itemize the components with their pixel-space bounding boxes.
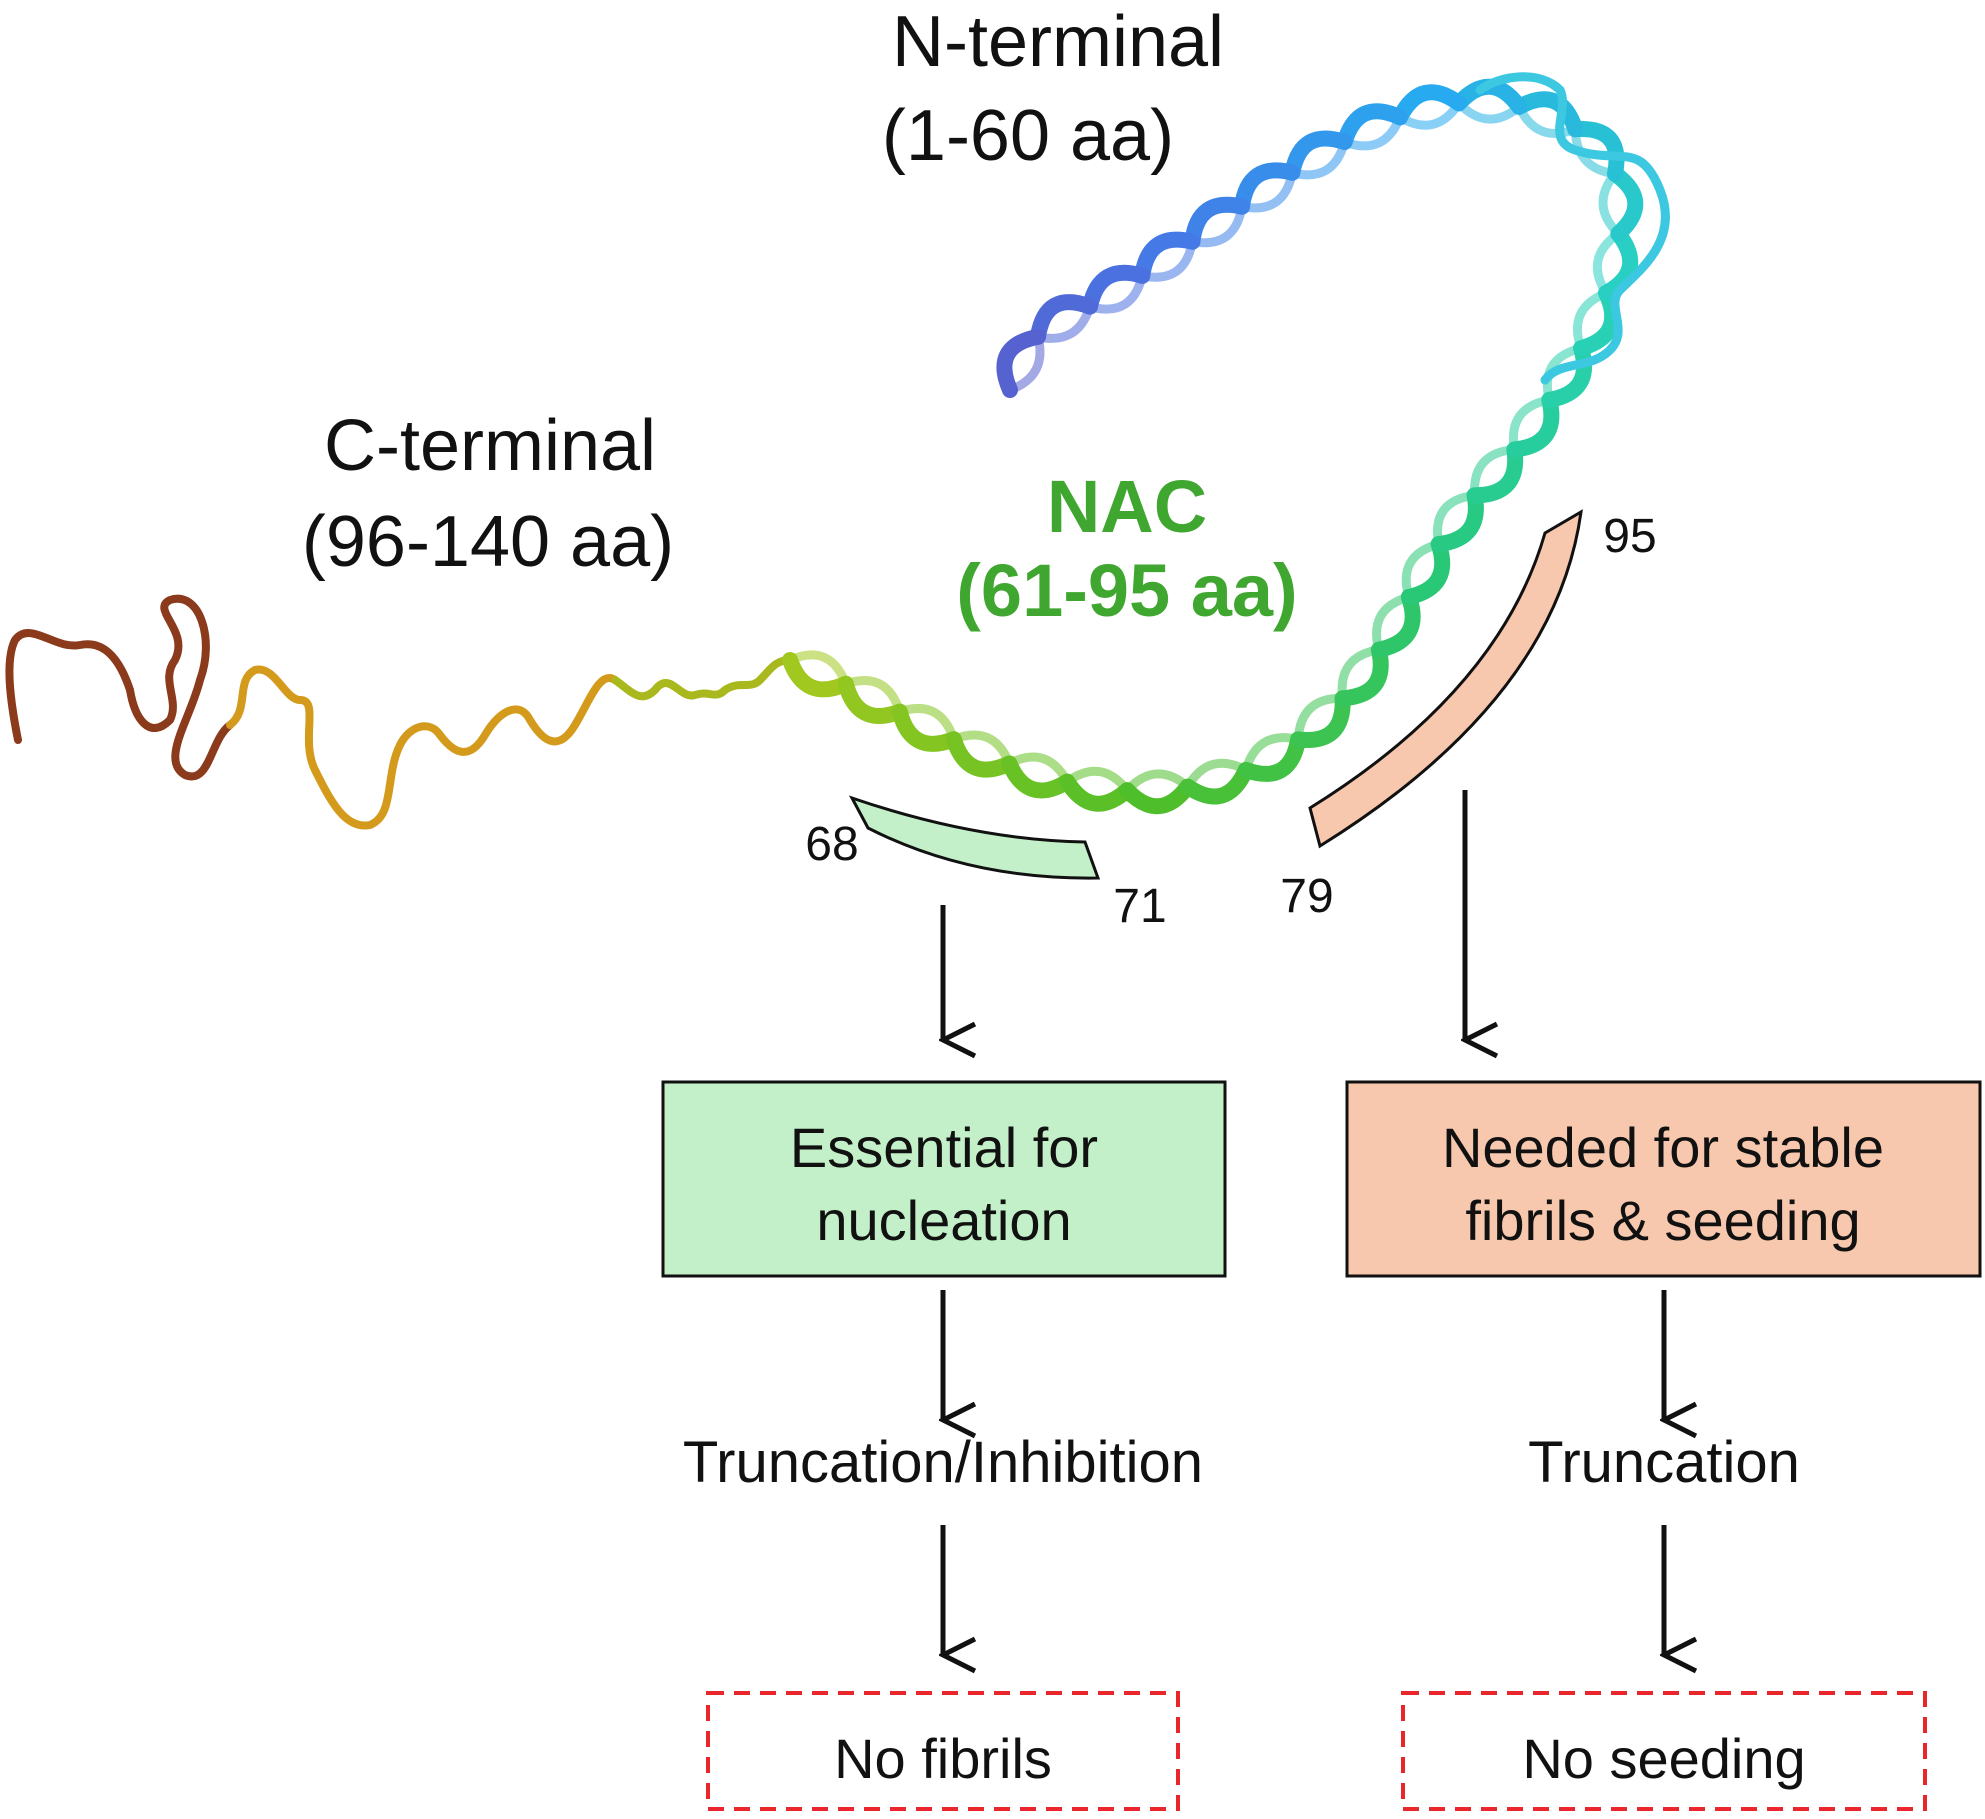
nac-range: (61-95 aa): [956, 549, 1297, 632]
no-seeding-label: No seeding: [1522, 1727, 1805, 1790]
helix-coil-front: [1450, 78, 1528, 115]
c-terminal-range: (96-140 aa): [302, 502, 674, 582]
stable-fibrils-box: [1345, 1080, 1982, 1278]
protein-ribbon: [5, 72, 1670, 830]
helix-coil-front: [1598, 225, 1639, 302]
segment-79-95-arc: [1308, 509, 1583, 849]
nac-title: NAC: [1047, 465, 1207, 548]
helix-coil-front: [945, 731, 1018, 778]
essential-nucleation-box: [661, 1080, 1227, 1278]
no-fibrils-label: No fibrils: [834, 1727, 1052, 1790]
n-terminal-loop: [1475, 72, 1670, 385]
helix-coil-front: [1506, 391, 1560, 458]
helix-coil-front: [996, 328, 1046, 398]
n-terminal-title: N-terminal: [892, 2, 1224, 82]
helix-coil-front: [1290, 690, 1351, 748]
stable-box-line2: fibrils & seeding: [1465, 1189, 1860, 1252]
helix-coil-front: [1237, 731, 1307, 782]
helix-coil-front: [1001, 755, 1076, 799]
helix-coil-front: [1370, 588, 1421, 658]
helix-coil-front: [1179, 761, 1254, 805]
segment-71-end-label: 71: [1113, 880, 1166, 933]
helix-coil-front: [1119, 778, 1196, 815]
segment-68-71-arc: [848, 795, 1101, 880]
helix-coil-front: [1233, 162, 1301, 215]
c-terminal-coil-brown: [5, 594, 234, 781]
helix-ribbon: [782, 78, 1644, 815]
left-step-label: Truncation/Inhibition: [683, 1430, 1203, 1495]
no-seeding-outcome-box: [1401, 1691, 1927, 1811]
helix-coil-front: [1511, 91, 1584, 138]
segment-79-start-label: 79: [1280, 870, 1333, 923]
segment-68-start-label: 68: [805, 818, 858, 871]
right-step-label: Truncation: [1528, 1430, 1800, 1495]
helix-coil-front: [1336, 103, 1408, 150]
no-fibrils-outcome-box: [706, 1691, 1180, 1811]
helix-coil-front: [1541, 340, 1593, 408]
helix-coil-front: [1466, 441, 1524, 504]
essential-box-line1: Essential for: [790, 1116, 1098, 1179]
helix-coil-front: [1284, 130, 1353, 181]
helix-coil-front: [1059, 773, 1136, 812]
helix-coil-front: [1029, 294, 1098, 345]
helix-coil-front: [891, 703, 962, 752]
helix-coil-front: [1573, 285, 1621, 357]
segment-95-end-label: 95: [1603, 510, 1656, 563]
helix-coil-front: [1334, 641, 1389, 707]
c-terminal-coil-amber: [226, 665, 619, 830]
helix-coil-front: [1184, 196, 1250, 250]
stable-box-line1: Needed for stable: [1442, 1116, 1884, 1179]
c-terminal-title: C-terminal: [324, 406, 656, 486]
n-terminal-range: (1-60 aa): [882, 96, 1174, 176]
helix-coil-front: [1607, 165, 1644, 242]
c-terminal-coil-olive: [611, 656, 794, 701]
essential-box-line2: nucleation: [816, 1189, 1071, 1252]
helix-coil-front: [1567, 121, 1625, 182]
helix-coil-front: [1391, 84, 1467, 126]
